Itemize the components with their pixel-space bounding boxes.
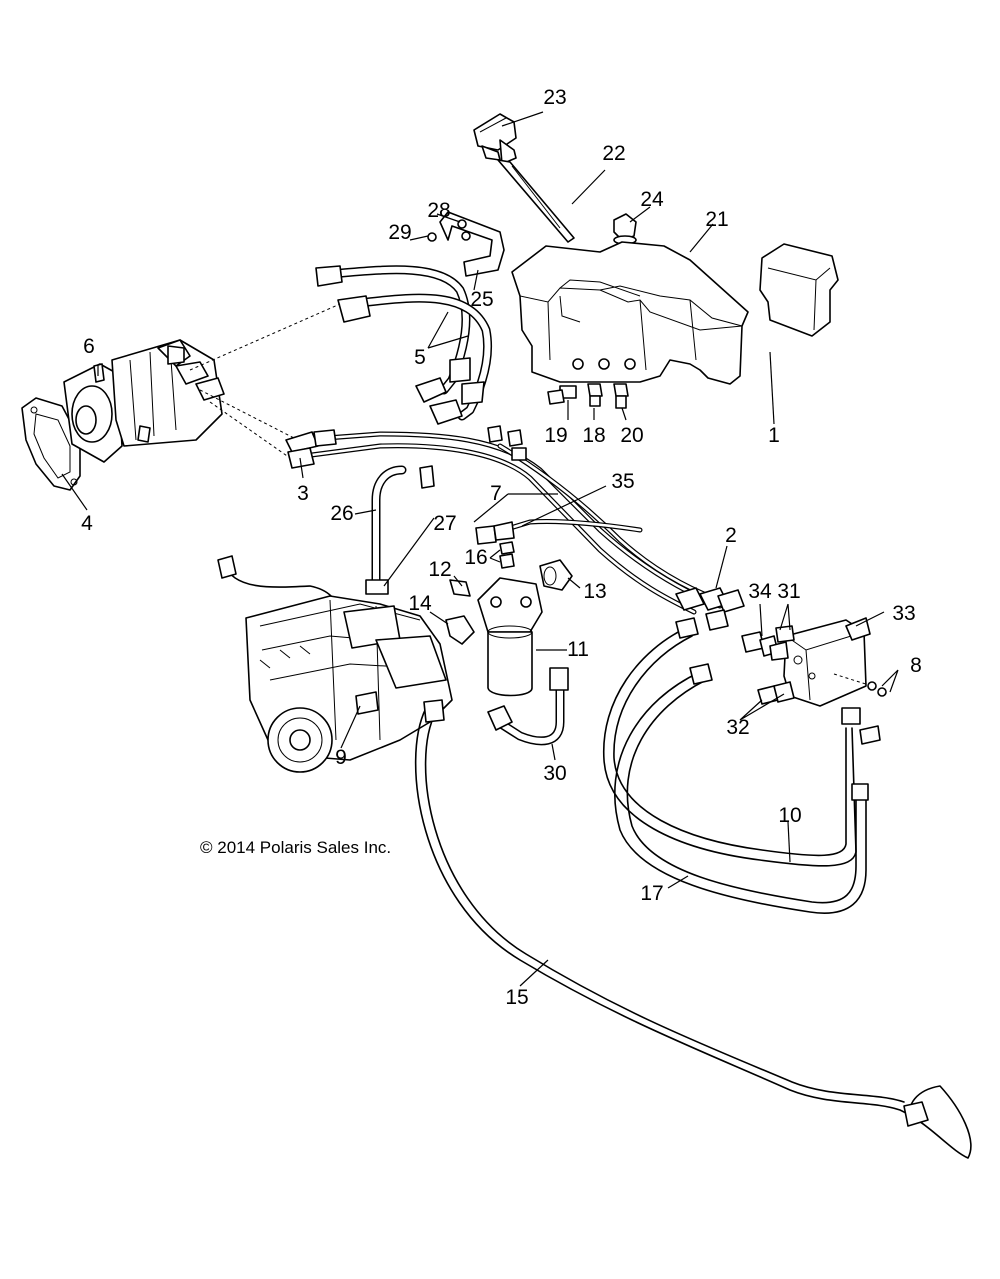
hose-35 [475,518,643,545]
nut-29 [427,232,437,242]
hose-end-3 [285,429,337,469]
callout-10: 10 [778,804,801,827]
callout-21: 21 [705,208,728,231]
callout-8: 8 [910,654,922,677]
callout-7: 7 [490,482,502,505]
copyright-notice: © 2014 Polaris Sales Inc. [200,838,391,857]
callout-17: 17 [640,882,663,905]
screw-8 [867,681,887,697]
hose-5 [315,265,493,425]
fittings-group [487,425,527,461]
callout-22: 22 [602,142,625,165]
callout-30: 30 [543,762,566,785]
hose-10 [603,627,857,867]
fitting-19 [547,385,577,405]
fitting-20 [613,383,629,409]
callout-28: 28 [427,199,450,222]
callout-32: 32 [726,716,749,739]
bracket [439,211,505,277]
callout-11: 11 [567,638,589,661]
callout-1: 1 [768,424,780,447]
callout-labels: 1 2 3 4 5 6 7 8 9 10 11 12 13 14 15 16 1… [81,86,922,1009]
callout-18: 18 [582,424,605,447]
fitting-14 [445,615,475,645]
hydraulic-pump [63,339,225,463]
callout-31: 31 [777,580,800,603]
callout-24: 24 [640,188,664,211]
callout-25: 25 [470,288,493,311]
hose-30 [487,667,569,746]
fitting-12 [449,579,471,597]
reservoir-cap [613,213,637,245]
hydraulic-reservoir [511,241,749,385]
fitting-18 [587,383,603,407]
hose-2 [297,431,733,615]
fitting-16 [499,541,515,569]
callout-29: 29 [388,221,411,244]
dipstick [497,159,575,243]
reservoir-cover [759,243,839,337]
callout-20: 20 [620,424,643,447]
callout-4: 4 [81,512,93,535]
hose-26 [365,465,407,595]
assembly-line [189,303,341,371]
hose-17 [614,617,881,914]
fitting-32 [757,681,795,705]
filter [477,577,543,697]
callout-5: 5 [414,346,426,369]
clamp-27 [419,465,435,489]
callout-19: 19 [544,424,567,447]
callout-35: 35 [611,470,634,493]
callout-9: 9 [335,746,347,769]
gasket [21,397,81,491]
callout-26: 26 [330,502,353,525]
callout-13: 13 [583,580,606,603]
callout-16: 16 [464,546,487,569]
hose-ends-2 [675,587,745,631]
leader-lines [61,111,899,987]
callout-27: 27 [433,512,456,535]
dipstick-cap [473,113,517,165]
callout-3: 3 [297,482,309,505]
callout-34: 34 [748,580,772,603]
hose-15 [414,699,972,1159]
callout-14: 14 [408,592,432,615]
valve-block [783,617,871,707]
assembly-line [209,401,291,459]
fitting-13 [539,559,573,591]
callout-15: 15 [505,986,528,1009]
callout-23: 23 [543,86,566,109]
assembly-line [833,673,873,687]
callout-2: 2 [725,524,737,547]
callout-33: 33 [892,602,915,625]
callout-12: 12 [428,558,451,581]
bolt-6 [93,363,151,443]
engine [217,555,453,773]
callout-6: 6 [83,335,95,358]
